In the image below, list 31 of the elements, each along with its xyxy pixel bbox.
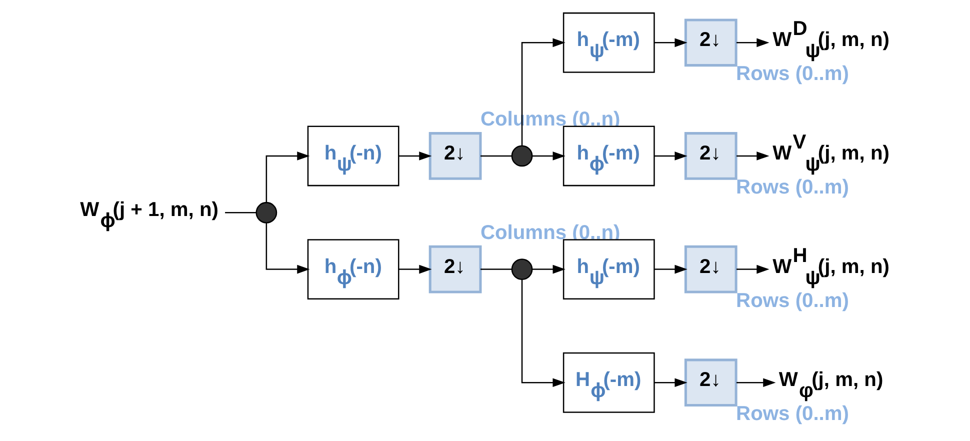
arrow [532,152,565,160]
arrow [654,378,687,388]
arrow [654,38,687,48]
arrow [520,280,565,388]
arrow [532,264,565,274]
node-circle [255,202,277,224]
node-box: 2↓ [684,18,737,67]
node-circle [510,145,532,167]
node-box: 2↓ [684,132,737,180]
arrow [736,38,769,48]
connector [480,268,512,270]
node-label: Rows (0..m) [736,403,849,426]
connector [480,155,512,157]
arrow [398,264,432,274]
arrow [654,264,687,274]
node-box: 2↓ [684,358,737,407]
arrow [265,152,310,202]
arrow [736,264,769,274]
arrow [736,378,776,388]
node-label: Rows (0..m) [736,176,849,198]
node-circle [510,258,532,280]
node-box: 2↓ [428,132,482,180]
connector [224,212,256,214]
arrow [654,152,687,160]
node-box: 2↓ [684,245,737,294]
node-label: Rows (0..m) [736,63,849,86]
node-label: Rows (0..m) [736,290,849,312]
arrow [265,223,310,274]
arrow [398,152,432,160]
node-box: 2↓ [428,245,482,294]
arrow [736,152,769,160]
